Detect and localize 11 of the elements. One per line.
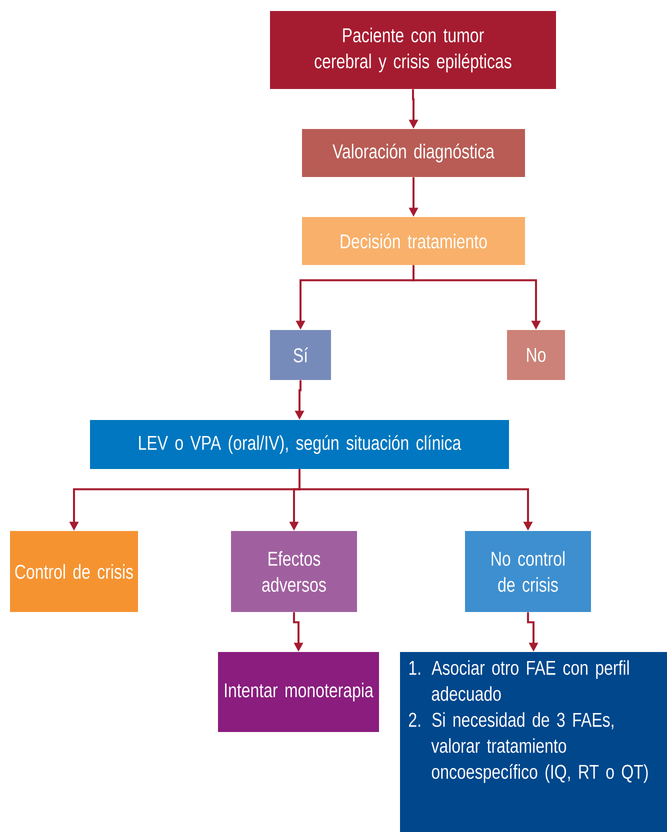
process-box: Paciente con tumor cerebral y crisis epilépticas — [270, 11, 556, 89]
process-box: Sí — [270, 330, 331, 380]
process-box: No control de crisis — [465, 531, 591, 612]
process-box: Efectos adversos — [231, 531, 357, 612]
process-box: Control de crisis — [10, 531, 138, 612]
process-box: 1. Asociar otro FAE con perfil adecuado 2. Si necesidad de 3 FAEs, valorar tratamiento oncoespecífico (IQ, RT o QT) — [400, 652, 667, 832]
process-box: Decisión tratamiento — [302, 217, 525, 265]
process-box: No — [507, 330, 565, 380]
process-box: Valoración diagnóstica — [302, 129, 525, 177]
process-box: LEV o VPA (oral/IV), según situación clínica — [90, 420, 509, 469]
process-box: Intentar monoterapia — [218, 652, 379, 732]
